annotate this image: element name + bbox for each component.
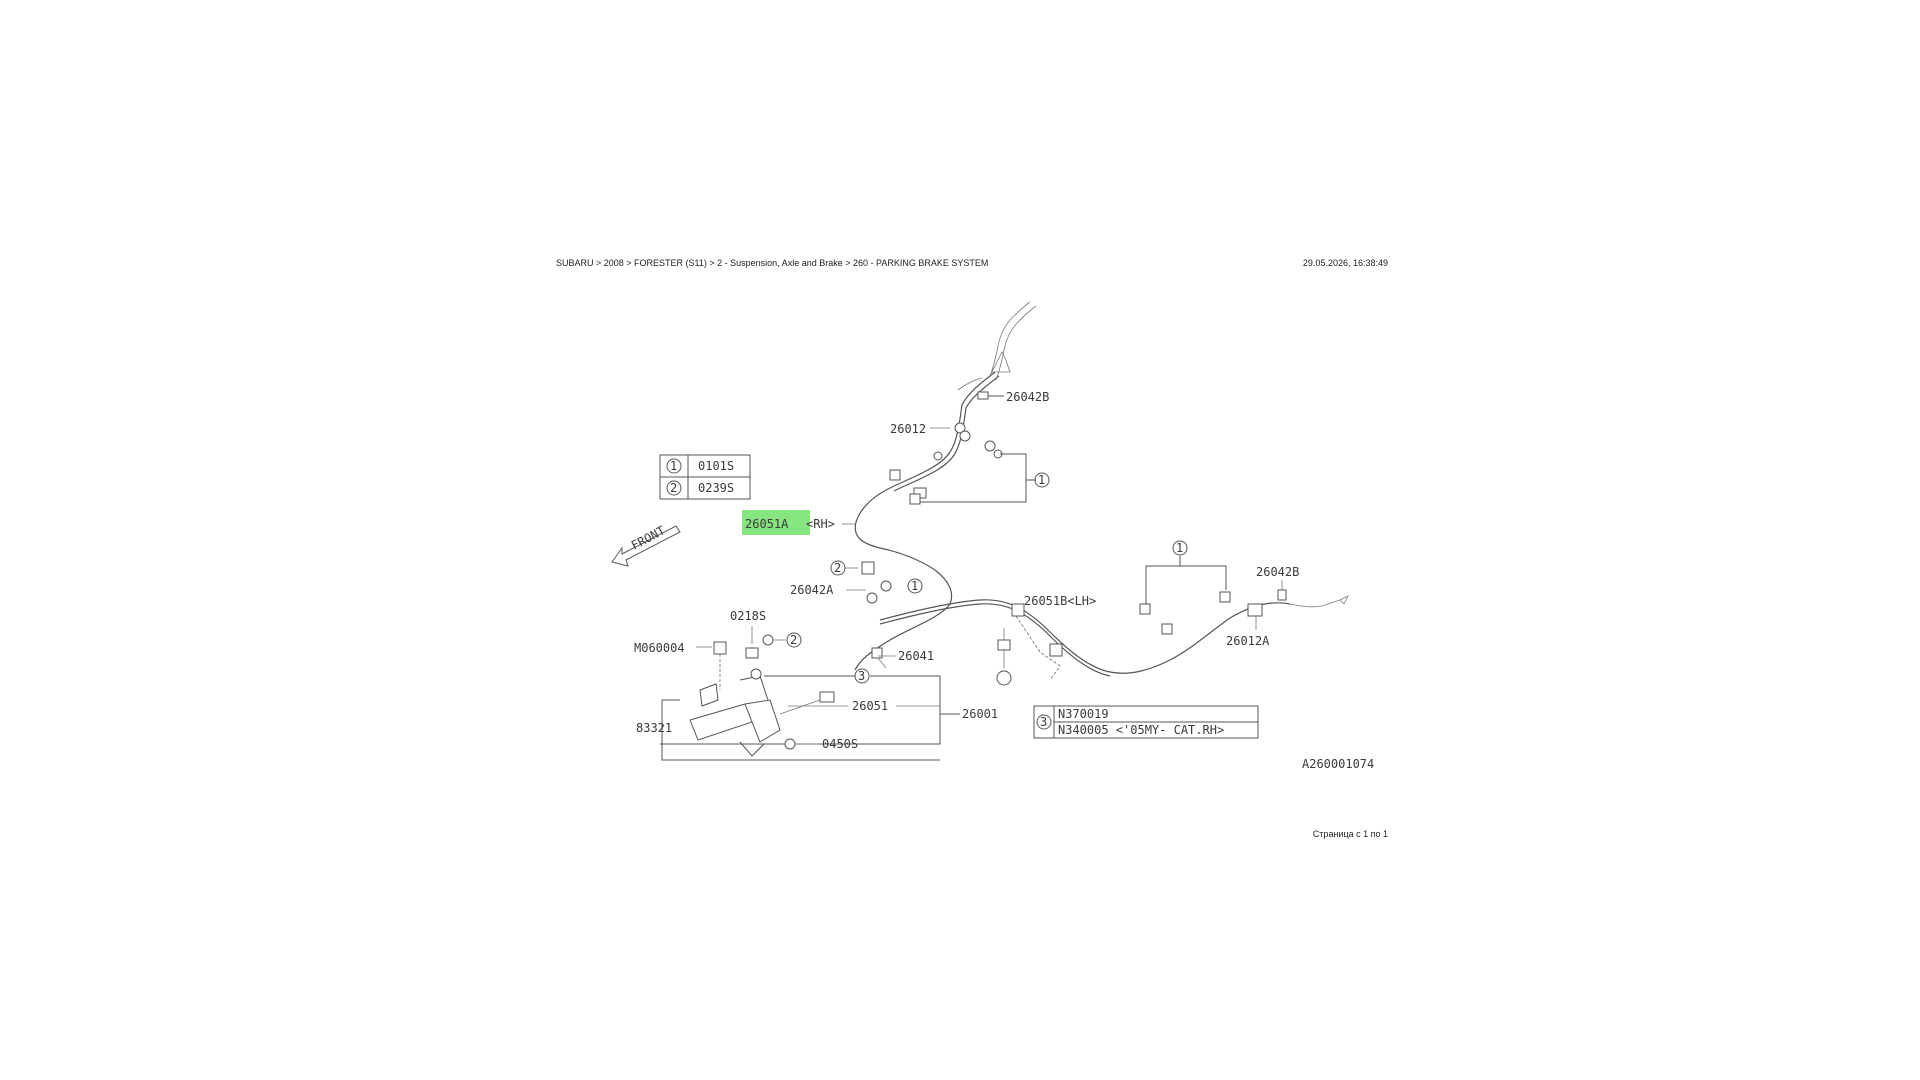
label-26051A-side: <RH> [806,517,835,531]
callout-1-top: 1 [1038,473,1045,487]
callout-2-b: 2 [790,633,797,647]
callout-1-mid: 1 [911,579,918,593]
bolt-26042B-top [977,391,1004,400]
callout-2-a: 2 [834,561,841,575]
legend-table: 1 0101S 2 0239S [659,454,751,500]
label-26042B-top[interactable]: 26042B [1006,390,1049,404]
cable-lh [879,599,1291,674]
label-26051B[interactable]: 26051B<LH> [1024,594,1096,608]
note-row-1: N370019 [1058,707,1109,721]
page-header: SUBARU > 2008 > FORESTER (S11) > 2 - Sus… [556,258,1388,268]
legend-code-2: 0239S [698,481,734,495]
note-row-2: N340005 <'05MY- CAT.RH> [1058,723,1224,737]
label-83321[interactable]: 83321 [636,721,672,735]
callout-1-right: 1 [1176,541,1183,555]
page-footer: Страница с 1 по 1 [1200,829,1388,839]
note-num: 3 [1040,715,1047,729]
page-info: Страница с 1 по 1 [1312,829,1388,839]
callout-3: 3 [858,669,865,683]
note-table: 3 N370019 N340005 <'05MY- CAT.RH> [1033,705,1259,739]
diagram-code: A260001074 [1302,757,1374,771]
label-0218S[interactable]: 0218S [730,609,766,623]
timestamp: 29.05.2026, 16:38:49 [1302,258,1388,268]
legend-num-2: 2 [670,481,677,495]
label-26051A[interactable]: 26051A [745,517,789,531]
label-26041[interactable]: 26041 [898,649,934,663]
breadcrumb: SUBARU > 2008 > FORESTER (S11) > 2 - Sus… [556,258,989,268]
legend-num-1: 1 [670,459,677,473]
parking-brake-lever [689,668,835,757]
front-arrow-icon: FRONT [611,523,681,567]
label-26042A[interactable]: 26042A [790,583,834,597]
label-26001[interactable]: 26001 [962,707,998,721]
label-0450S[interactable]: 0450S [822,737,858,751]
label-26012[interactable]: 26012 [890,422,926,436]
label-26051[interactable]: 26051 [852,699,888,713]
label-26042B-right[interactable]: 26042B [1256,565,1299,579]
cable-rh [854,371,996,671]
legend-code-1: 0101S [698,459,734,473]
label-M060004[interactable]: M060004 [634,641,685,655]
label-26012A[interactable]: 26012A [1226,634,1270,648]
highlight-26051A [742,510,810,535]
